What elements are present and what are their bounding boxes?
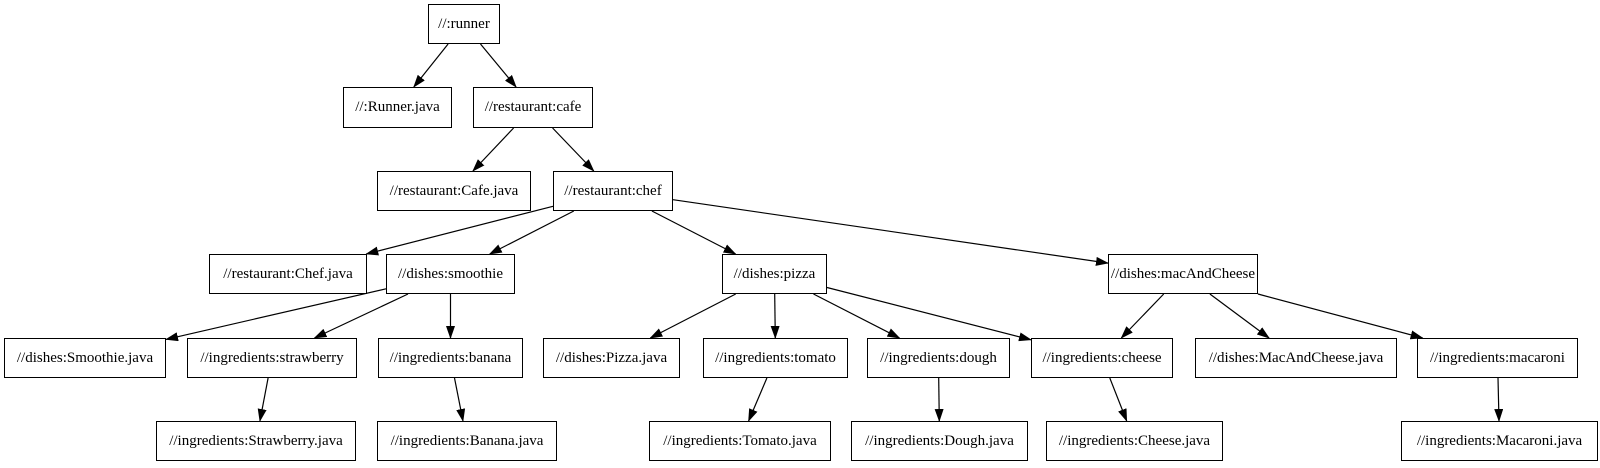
graph-edge-runner-to-runner_java: [413, 43, 449, 88]
graph-edge-smoothie-to-strawberry: [313, 293, 409, 339]
graph-edge-pizza-to-pizza_java: [649, 293, 736, 339]
graph-node-cafe: //restaurant:cafe: [473, 87, 593, 128]
graph-edge-runner-to-cafe: [480, 43, 517, 88]
graph-node-runner_java: //:Runner.java: [343, 87, 452, 128]
graph-edge-pizza-to-dough: [813, 293, 901, 339]
graph-node-pizza_java: //dishes:Pizza.java: [543, 338, 680, 378]
graph-edge-macandcheese-to-cheese: [1120, 293, 1165, 339]
graph-node-tomato: //ingredients:tomato: [703, 338, 848, 378]
graph-edge-macaroni-to-macaroni_java: [1494, 377, 1504, 422]
graph-node-tomato_java: //ingredients:Tomato.java: [649, 421, 831, 461]
graph-edge-cheese-to-cheese_java: [1109, 377, 1128, 422]
graph-node-chef: //restaurant:chef: [553, 171, 673, 211]
graph-node-banana_java: //ingredients:Banana.java: [377, 421, 557, 461]
graph-edge-chef-to-pizza: [651, 210, 737, 255]
graph-node-pizza: //dishes:pizza: [722, 254, 827, 294]
graph-node-strawberry_java: //ingredients:Strawberry.java: [156, 421, 356, 461]
graph-edge-strawberry-to-strawberry_java: [257, 377, 269, 422]
graph-edge-dough-to-dough_java: [934, 377, 944, 422]
graph-edge-smoothie-to-smoothie_java: [165, 288, 387, 342]
graph-node-cheese_java: //ingredients:Cheese.java: [1046, 421, 1223, 461]
graph-node-cheese: //ingredients:cheese: [1031, 338, 1173, 378]
graph-edge-chef-to-chef_java: [365, 205, 554, 256]
graph-edge-pizza-to-tomato: [770, 293, 780, 339]
graph-edge-cafe-to-chef: [552, 127, 595, 172]
graph-edge-chef-to-smoothie: [488, 210, 575, 255]
graph-edge-macandcheese-to-macaroni: [1257, 293, 1424, 340]
graph-node-smoothie_java: //dishes:Smoothie.java: [4, 338, 166, 378]
graph-node-cafe_java: //restaurant:Cafe.java: [377, 171, 531, 211]
graph-node-macaroni: //ingredients:macaroni: [1417, 338, 1578, 378]
graph-edge-cafe-to-cafe_java: [472, 127, 515, 172]
graph-node-runner: //:runner: [428, 4, 500, 44]
graph-edge-tomato-to-tomato_java: [748, 377, 768, 422]
graph-node-macandcheese_java: //dishes:MacAndCheese.java: [1195, 338, 1397, 378]
graph-edge-banana-to-banana_java: [453, 377, 466, 422]
graph-node-dough: //ingredients:dough: [867, 338, 1010, 378]
graph-edge-macandcheese-to-macandcheese_java: [1209, 293, 1270, 339]
graph-node-chef_java: //restaurant:Chef.java: [209, 254, 367, 294]
graph-node-macandcheese: //dishes:macAndCheese: [1108, 254, 1258, 294]
graph-node-smoothie: //dishes:smoothie: [386, 254, 515, 294]
graph-edge-pizza-to-cheese: [826, 286, 1032, 342]
graph-node-macaroni_java: //ingredients:Macaroni.java: [1401, 421, 1598, 461]
graph-node-strawberry: //ingredients:strawberry: [187, 338, 357, 378]
graph-node-dough_java: //ingredients:Dough.java: [851, 421, 1028, 461]
graph-node-banana: //ingredients:banana: [378, 338, 523, 378]
